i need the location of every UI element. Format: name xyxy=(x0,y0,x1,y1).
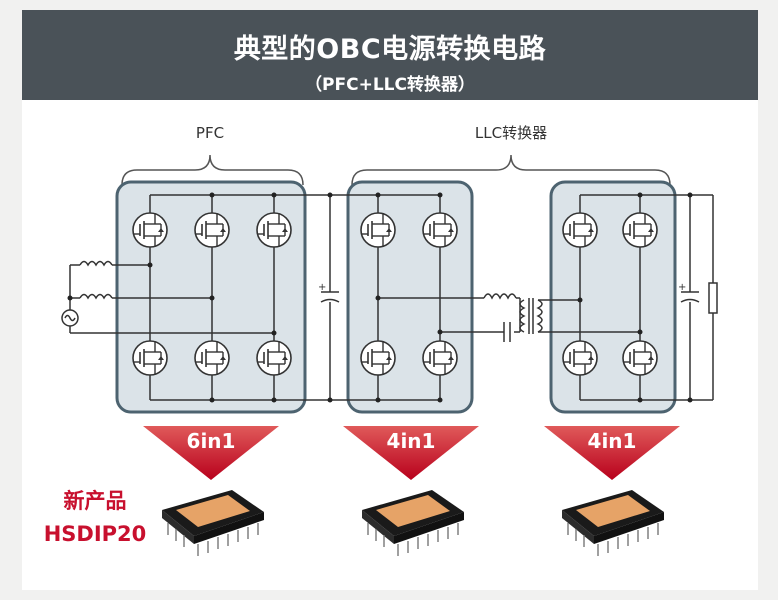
module-arrow-llc-secondary: 4in1 xyxy=(544,426,680,480)
module-label-llc-secondary: 4in1 xyxy=(588,429,637,453)
junction-dots xyxy=(67,192,693,403)
pfc-label: PFC xyxy=(196,124,224,142)
page-title: 典型的OBC电源转换电路 xyxy=(233,34,547,65)
llc-brace xyxy=(351,154,671,186)
header-banner: 典型的OBC电源转换电路 （PFC+LLC转换器） xyxy=(22,10,758,100)
page-subtitle: （PFC+LLC转换器） xyxy=(305,75,475,95)
hsdip20-chip-llc-secondary xyxy=(561,489,665,557)
new-product-label: 新产品 xyxy=(64,489,127,513)
module-label-pfc: 6in1 xyxy=(187,429,236,453)
product-name-label: HSDIP20 xyxy=(44,522,147,546)
module-arrow-pfc: 6in1 xyxy=(143,426,279,480)
pfc-brace xyxy=(121,154,304,186)
llc-label: LLC转换器 xyxy=(475,124,547,142)
hsdip20-chip-llc-primary xyxy=(361,489,465,557)
out-cap-plus: + xyxy=(678,282,686,293)
module-arrow-llc-primary: 4in1 xyxy=(343,426,479,480)
pfc-cap-plus: + xyxy=(318,282,326,293)
module-label-llc-primary: 4in1 xyxy=(387,429,436,453)
hsdip20-chip-pfc xyxy=(161,489,265,557)
